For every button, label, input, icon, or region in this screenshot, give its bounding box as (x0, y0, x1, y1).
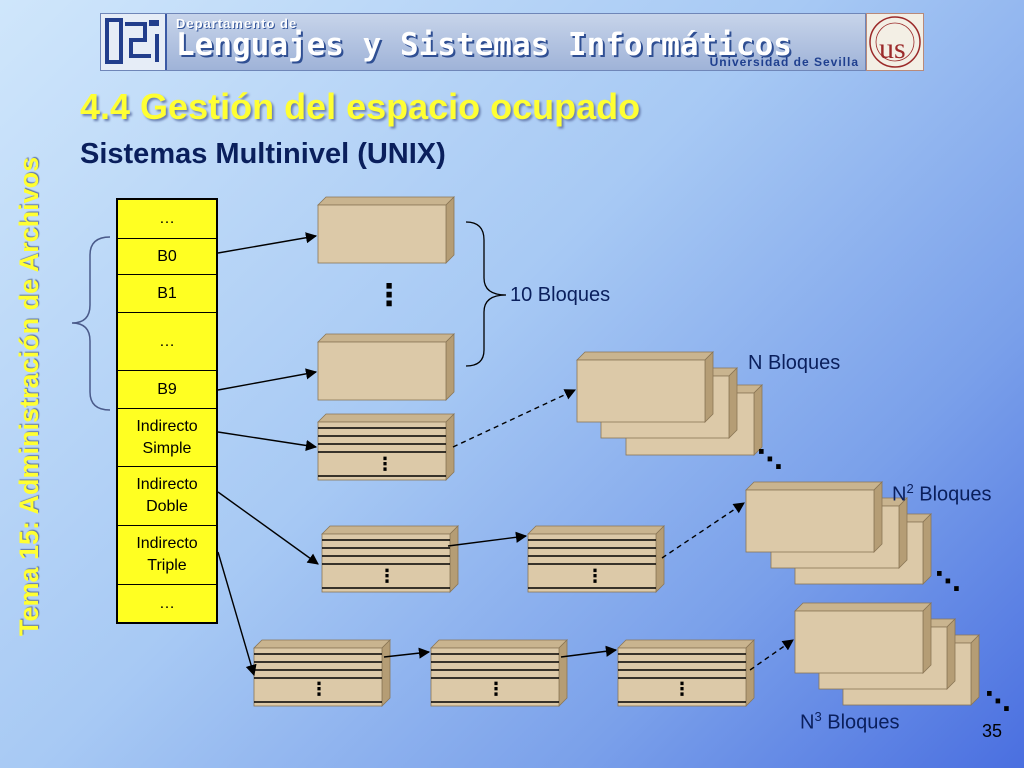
arrow-doble (217, 491, 319, 565)
inode-cell: … (118, 200, 216, 239)
label-n3-blocks: N3 Bloques (800, 709, 900, 734)
brace-direct-right (465, 221, 507, 367)
index-block-triple-3 (617, 639, 755, 707)
index-block-simple (317, 413, 455, 481)
vdots-index-triple-1: ⋮ (310, 679, 328, 700)
vdots-index-double-1: ⋮ (378, 566, 396, 587)
inode-cell: B1 (118, 275, 216, 313)
inode-cell: B0 (118, 239, 216, 275)
index-block-triple-2 (430, 639, 568, 707)
vdots-index-triple-3: ⋮ (673, 679, 691, 700)
slide-subtitle: Sistemas Multinivel (UNIX) (80, 138, 446, 170)
ddots-triple: ⋱ (985, 687, 1011, 717)
arrow-triple-data (749, 639, 794, 671)
seal-letters: us (879, 32, 906, 65)
data-block-stack-triple-1 (794, 602, 932, 674)
slide-title: 4.4 Gestión del espacio ocupado (80, 86, 641, 127)
university-seal: us (866, 13, 924, 71)
ddots-double: ⋱ (935, 567, 961, 597)
label-10-blocks: 10 Bloques (510, 284, 611, 306)
brace-direct-left (71, 236, 111, 411)
data-block-b9 (317, 333, 455, 401)
label-n-blocks: N Bloques (748, 352, 841, 374)
index-block-double-2 (527, 525, 665, 593)
department-label: Departamento de (176, 16, 298, 31)
arrow-b0 (217, 232, 318, 254)
vdots-index-double-2: ⋮ (586, 566, 604, 587)
department-name: Lenguajes y Sistemas Informáticos (176, 27, 792, 63)
department-banner: Departamento de Lenguajes y Sistemas Inf… (100, 13, 866, 71)
page-number: 35 (981, 721, 1002, 741)
arrow-simple (217, 431, 318, 452)
index-block-double-1 (321, 525, 459, 593)
data-block-stack-simple-1 (576, 351, 714, 423)
data-block-stack-double-1 (745, 481, 883, 553)
arrow-simple-data (452, 389, 577, 448)
vdots-index-simple: ⋮ (376, 454, 394, 475)
index-block-triple-1 (253, 639, 391, 707)
label-n2-blocks: N2 Bloques (892, 481, 992, 506)
arrow-double-index (447, 531, 528, 547)
vdots-direct: ⋮ (374, 278, 404, 313)
data-block-b0 (317, 196, 455, 264)
inode-cell: … (118, 313, 216, 371)
inode-cell: … (118, 585, 216, 622)
inode-cell: B9 (118, 371, 216, 409)
arrow-triple-index-1 (383, 647, 431, 659)
university-name: Universidad de Sevilla (709, 55, 859, 69)
arrow-b9 (217, 368, 318, 391)
ddots-simple: ⋱ (757, 445, 783, 475)
arrow-double-data (661, 502, 745, 559)
arrow-triple-index-2 (560, 645, 618, 658)
vdots-index-triple-2: ⋮ (487, 679, 505, 700)
arrow-triple (217, 551, 257, 677)
lsi-logo (101, 14, 167, 70)
